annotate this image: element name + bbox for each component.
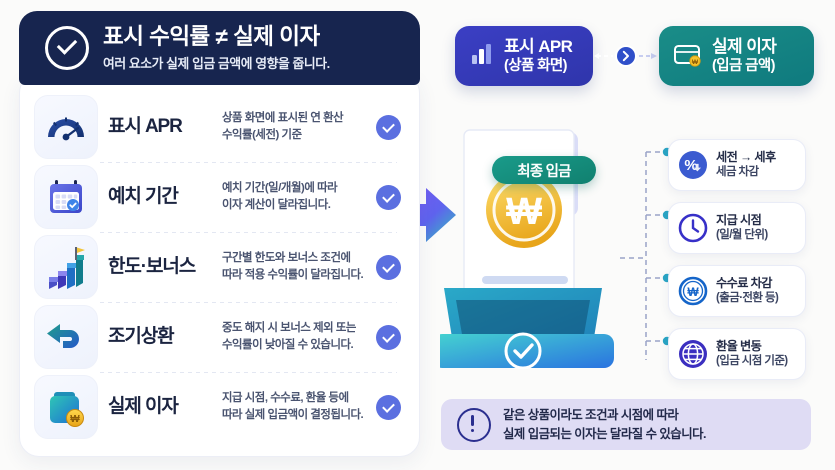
badge-apr-line1: 표시 APR (504, 36, 573, 56)
list-item-description: 지급 시점, 수수료, 환율 등에 따라 실제 입금액이 결정됩니다. (222, 390, 366, 423)
check-badge-icon (376, 184, 401, 210)
desc-line-1: 지급 시점, 수수료, 환율 등에 (222, 392, 349, 405)
note-line-1: 같은 상품이라도 조건과 시점에 따라 (503, 407, 679, 422)
desc-line-2: 따라 적용 수익률이 달라집니다. (222, 269, 364, 281)
factor-card-fee[interactable]: ₩ 수수료 차감 (출금·전환 등) (668, 265, 806, 317)
wallet-coin-icon: ₩ (34, 375, 98, 439)
factor-card-fee-text: 수수료 차감 (출금·전환 등) (716, 276, 779, 305)
panel-header: 표시 수익률 ≠ 실제 이자 여러 요소가 실제 입금 금액에 영향을 줍니다. (19, 11, 420, 85)
percent-down-icon: % (678, 150, 708, 180)
badge-actual-interest[interactable]: ₩ 실제 이자 (입금 금액) (659, 26, 814, 86)
card-line-2: (출금·전환 등) (716, 291, 779, 304)
card-line-2: 세금 차감 (716, 165, 759, 178)
card-line-1: 환율 변동 (716, 339, 762, 354)
chevron-right-circle-icon (593, 44, 659, 68)
bar-chart-icon (469, 41, 495, 72)
badge-actual-line1: 실제 이자 (712, 36, 777, 56)
factors-panel: 표시 수익률 ≠ 실제 이자 여러 요소가 실제 입금 금액에 영향을 줍니다. (19, 11, 420, 457)
list-item[interactable]: 예치 기간 예치 기간(일/개월)에 따라 이자 계산이 달라집니다. (34, 162, 405, 232)
wallet-won-icon: ₩ (673, 41, 703, 72)
badge-apr-line2: (상품 화면) (504, 57, 567, 74)
note-line-2: 실제 입금되는 이자는 달라질 수 있습니다. (503, 426, 706, 441)
list-item[interactable]: 조기상환 중도 해지 시 보너스 제외 또는 수익률이 낮아질 수 있습니다. (34, 302, 405, 372)
factor-card-payout-time[interactable]: 지급 시점 (일/월 단위) (668, 202, 806, 254)
final-deposit-badge: 최종 입금 (492, 156, 596, 184)
svg-text:₩: ₩ (687, 285, 699, 299)
card-line-1: 세전 → 세후 (716, 150, 776, 165)
list-item[interactable]: 표시 APR 상품 화면에 표시된 연 환산 수익률(세전) 기준 (34, 92, 405, 162)
desc-line-1: 예치 기간(일/개월)에 따라 (222, 182, 338, 195)
factors-list: 표시 APR 상품 화면에 표시된 연 환산 수익률(세전) 기준 (19, 73, 420, 457)
card-line-2: (일/월 단위) (716, 228, 768, 241)
calendar-check-icon (34, 165, 98, 229)
list-item-title: 실제 이자 (108, 395, 179, 417)
connector-lines (620, 130, 680, 370)
list-item[interactable]: ₩ 실제 이자 지급 시점, 수수료, 환율 등에 따라 실제 입금액이 결정됩… (34, 372, 405, 442)
list-item-title: 표시 APR (108, 115, 183, 137)
factor-card-tax-text: 세전 → 세후 세금 차감 (716, 150, 776, 179)
stairs-flag-icon (34, 235, 98, 299)
badge-actual-text: 실제 이자 (입금 금액) (712, 36, 777, 74)
check-badge-icon (376, 324, 401, 350)
card-line-1: 지급 시점 (716, 213, 762, 228)
page-title: 표시 수익률 ≠ 실제 이자 (103, 24, 320, 50)
panel-header-text: 표시 수익률 ≠ 실제 이자 여러 요소가 실제 입금 금액에 영향을 줍니다. (103, 24, 330, 71)
list-item-description: 구간별 한도와 보너스 조건에 따라 적용 수익률이 달라집니다. (222, 250, 366, 283)
badge-actual-line2: (입금 금액) (712, 57, 775, 74)
list-item-description: 상품 화면에 표시된 연 환산 수익률(세전) 기준 (222, 110, 366, 143)
card-line-1: 수수료 차감 (716, 276, 772, 291)
exclamation-circle-icon (457, 407, 491, 442)
factor-card-payout-time-text: 지급 시점 (일/월 단위) (716, 213, 768, 242)
disclaimer-text: 같은 상품이라도 조건과 시점에 따라 실제 입금되는 이자는 달라질 수 있습… (503, 406, 706, 443)
list-item-title: 예치 기간 (108, 185, 179, 207)
card-line-2: (입금 시점 기준) (716, 354, 788, 367)
speedometer-icon (34, 95, 98, 159)
right-arrow-icon (396, 182, 458, 248)
check-badge-icon (376, 394, 401, 420)
clock-icon (678, 213, 708, 243)
desc-line-2: 수익률(세전) 기준 (222, 129, 302, 141)
svg-text:₩: ₩ (506, 191, 542, 233)
svg-text:₩: ₩ (692, 59, 699, 66)
factor-card-fx-text: 환율 변동 (입금 시점 기준) (716, 339, 788, 368)
desc-line-2: 이자 계산이 달라집니다. (222, 199, 331, 211)
undo-arrow-icon (34, 305, 98, 369)
check-badge-icon (376, 254, 401, 280)
desc-line-2: 수익률이 낮아질 수 있습니다. (222, 339, 354, 351)
desc-line-1: 구간별 한도와 보너스 조건에 (222, 252, 351, 265)
badge-displayed-apr[interactable]: 표시 APR (상품 화면) (455, 26, 593, 86)
badge-apr-text: 표시 APR (상품 화면) (504, 36, 573, 74)
disclaimer-note: 같은 상품이라도 조건과 시점에 따라 실제 입금되는 이자는 달라질 수 있습… (441, 399, 811, 450)
globe-icon (678, 339, 708, 369)
page-subtitle: 여러 요소가 실제 입금 금액에 영향을 줍니다. (103, 55, 330, 71)
svg-text:%: % (684, 157, 697, 174)
desc-line-1: 중도 해지 시 보너스 제외 또는 (222, 322, 356, 335)
svg-text:₩: ₩ (70, 414, 80, 425)
desc-line-2: 따라 실제 입금액이 결정됩니다. (222, 409, 364, 421)
check-circle-icon (45, 26, 89, 70)
list-item-title: 조기상환 (108, 325, 175, 347)
desc-line-1: 상품 화면에 표시된 연 환산 (222, 112, 344, 125)
won-circle-icon: ₩ (678, 276, 708, 306)
list-item-title: 한도·보너스 (108, 255, 196, 277)
factor-card-tax[interactable]: % 세전 → 세후 세금 차감 (668, 139, 806, 191)
list-item[interactable]: 한도·보너스 구간별 한도와 보너스 조건에 따라 적용 수익률이 달라집니다. (34, 232, 405, 302)
list-item-description: 예치 기간(일/개월)에 따라 이자 계산이 달라집니다. (222, 180, 366, 213)
factor-card-fx[interactable]: 환율 변동 (입금 시점 기준) (668, 328, 806, 380)
check-badge-icon (376, 114, 401, 140)
list-item-description: 중도 해지 시 보너스 제외 또는 수익률이 낮아질 수 있습니다. (222, 320, 366, 353)
